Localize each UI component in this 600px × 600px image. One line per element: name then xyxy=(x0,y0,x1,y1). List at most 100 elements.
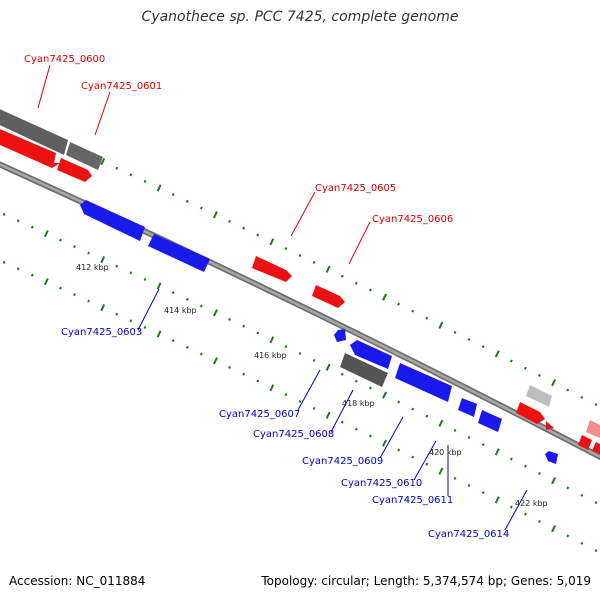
gene-label-0606[interactable]: Cyan7425_0606 xyxy=(372,214,453,225)
gene-rna-0601[interactable] xyxy=(66,142,103,170)
gene-label-0611[interactable]: Cyan7425_0611 xyxy=(372,495,453,506)
gene-reverse-0610[interactable] xyxy=(395,363,452,402)
gene-label-0609[interactable]: Cyan7425_0609 xyxy=(302,456,383,467)
innermost-track-tick xyxy=(382,439,387,447)
innermost-track-tick xyxy=(30,273,34,277)
gene-reverse-0614[interactable] xyxy=(545,451,558,464)
outer-track-tick xyxy=(397,302,401,306)
scale-label-416: 416 kbp xyxy=(254,351,287,360)
gene-label-0603[interactable]: Cyan7425_0603 xyxy=(61,327,142,338)
inner-track-tick xyxy=(228,317,231,321)
inner-track-tick xyxy=(325,363,331,371)
innermost-track-tick xyxy=(2,260,6,264)
scale-label-418: 418 kbp xyxy=(342,399,375,408)
innermost-track-tick xyxy=(298,399,302,404)
outer-track-tick xyxy=(354,281,358,285)
gene-forward-0606[interactable] xyxy=(312,285,345,308)
gene-reverse-0602[interactable] xyxy=(80,200,145,241)
gene-label-0605[interactable]: Cyan7425_0605 xyxy=(315,183,396,194)
gene-forward-0600[interactable] xyxy=(0,127,60,168)
gene-reverse-0609[interactable] xyxy=(350,340,392,369)
inner-track-tick xyxy=(509,457,513,461)
gene-label-0601[interactable]: Cyan7425_0601 xyxy=(81,81,162,92)
inner-track-tick xyxy=(87,251,91,255)
genome-backbone-highlight xyxy=(0,163,600,459)
gene-label-0610[interactable]: Cyan7425_0610 xyxy=(341,478,422,489)
innermost-track-tick xyxy=(453,476,457,480)
inner-track-tick xyxy=(566,486,570,490)
innermost-track-tick xyxy=(354,427,358,431)
innermost-track-tick xyxy=(213,357,218,365)
inner-track-tick xyxy=(481,443,485,447)
inner-track-tick xyxy=(594,501,598,505)
gene-features[interactable] xyxy=(0,107,600,464)
gene-forward-0613[interactable] xyxy=(516,402,545,424)
innermost-track-tick xyxy=(171,339,175,343)
gene-forward-0605[interactable] xyxy=(252,256,292,282)
gene-rna-0600[interactable] xyxy=(0,107,68,155)
gene-pseudo-0613[interactable] xyxy=(526,385,552,407)
gene-rna-0608[interactable] xyxy=(340,353,388,387)
innermost-track-tick xyxy=(115,312,119,316)
innermost-track-tick xyxy=(594,549,598,553)
inner-track-tick xyxy=(59,238,62,242)
gene-forward-edge-1[interactable] xyxy=(578,435,592,450)
innermost-track-tick xyxy=(369,434,372,438)
innermost-track-tick xyxy=(143,325,147,329)
outer-track-tick xyxy=(566,388,570,392)
outer-track-tick xyxy=(494,350,500,358)
scale-label-420: 420 kbp xyxy=(429,448,462,457)
outer-track-tick xyxy=(369,288,372,292)
gene-label-0607[interactable]: Cyan7425_0607 xyxy=(219,409,300,420)
innermost-track-tick xyxy=(228,365,231,369)
gene-reverse-0611[interactable] xyxy=(458,398,477,417)
outer-track-tick xyxy=(453,330,457,334)
gene-forward-0601[interactable] xyxy=(57,158,92,182)
inner-track-tick xyxy=(538,471,541,475)
inner-track-tick xyxy=(242,324,246,328)
outer-track-tick xyxy=(467,337,471,342)
inner-track-tick xyxy=(312,358,316,362)
inner-track-tick xyxy=(156,282,162,290)
innermost-track-tick xyxy=(538,519,541,523)
topology-info: Topology: circular; Length: 5,374,574 bp… xyxy=(261,574,591,588)
innermost-track-tick xyxy=(325,411,331,419)
map-title: Cyanothece sp. PCC 7425, complete genome xyxy=(141,9,459,25)
outer-track-tick xyxy=(143,179,147,183)
innermost-track-tick xyxy=(16,267,20,271)
innermost-track-tick xyxy=(73,293,76,297)
inner-track-tick xyxy=(171,291,175,295)
gene-forward-small[interactable] xyxy=(546,421,554,430)
innermost-track-tick xyxy=(185,345,189,349)
innermost-track-tick xyxy=(467,483,471,488)
accession-info: Accession: NC_011884 xyxy=(9,574,145,588)
gene-reverse-0603[interactable] xyxy=(148,234,210,272)
inner-track-tick xyxy=(551,477,557,485)
outer-track-tick xyxy=(284,247,288,251)
inner-track-tick xyxy=(453,428,457,432)
inner-track-tick xyxy=(199,304,203,308)
outer-track-tick xyxy=(580,395,584,399)
gene-label-0600[interactable]: Cyan7425_0600 xyxy=(24,54,105,65)
inner-track-tick xyxy=(2,212,6,216)
gene-reverse-0607[interactable] xyxy=(334,329,346,342)
accession-value: NC_011884 xyxy=(76,574,146,588)
gene-label-0608[interactable]: Cyan7425_0608 xyxy=(253,429,334,440)
outer-track-tick xyxy=(298,253,302,258)
gene-label-0614[interactable]: Cyan7425_0614 xyxy=(428,529,509,540)
outer-track-tick xyxy=(594,403,598,407)
inner-track-tick xyxy=(73,245,76,249)
inner-track-tick xyxy=(16,219,20,223)
inner-track-tick xyxy=(298,351,302,356)
innermost-track-tick xyxy=(284,393,288,397)
gene-pseudo-edge[interactable] xyxy=(586,420,600,438)
outer-track-tick xyxy=(524,366,527,370)
inner-track-tick xyxy=(397,400,401,404)
innermost-track-tick xyxy=(425,462,429,466)
inner-track-tick xyxy=(213,309,218,317)
gene-forward-edge-2[interactable] xyxy=(592,442,600,454)
outer-track-tick xyxy=(538,373,541,377)
gene-reverse-0612[interactable] xyxy=(478,410,502,432)
innermost-track-tick xyxy=(397,448,401,452)
